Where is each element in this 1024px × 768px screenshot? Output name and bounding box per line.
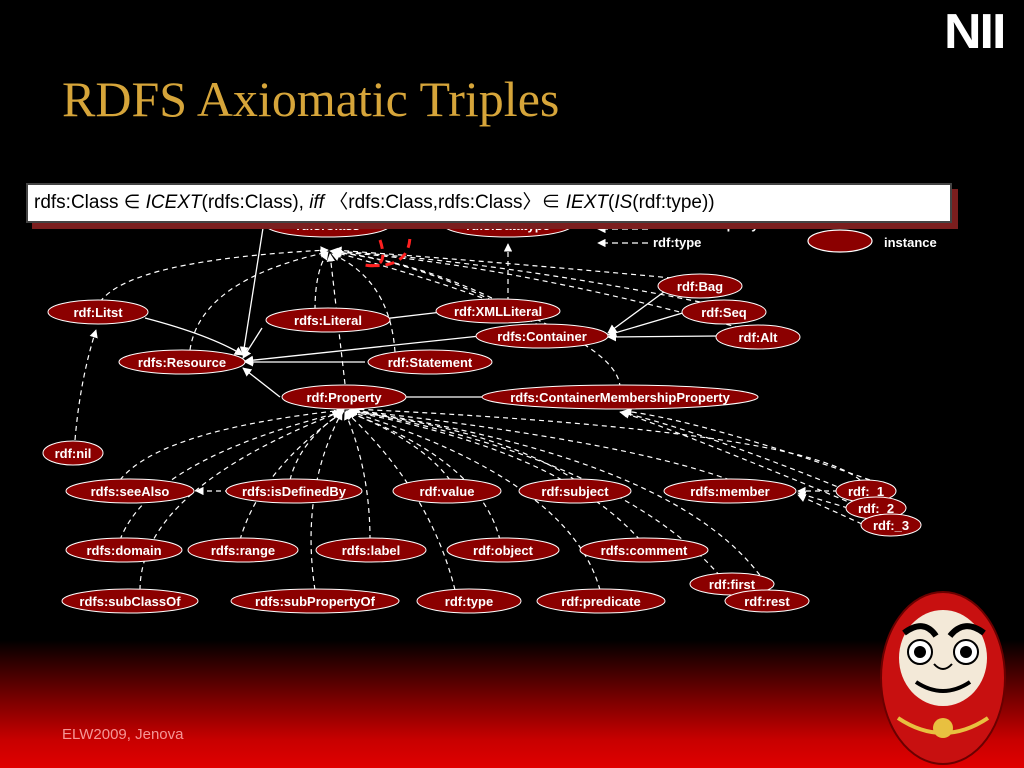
svg-text:rdf:_2: rdf:_2 [858,501,894,516]
svg-text:rdfs:subPropertyOf: rdfs:subPropertyOf [255,594,376,609]
svg-text:rdf:XMLLiteral: rdf:XMLLiteral [454,304,542,319]
svg-text:rdf:predicate: rdf:predicate [561,594,640,609]
node-rdfs-container: rdfs:Container [475,323,609,349]
svg-text:rdfs:label: rdfs:label [342,543,401,558]
svg-text:rdfs:domain: rdfs:domain [86,543,161,558]
svg-text:rdfs:ContainerMembershipProper: rdfs:ContainerMembershipProperty [510,390,730,405]
svg-text:rdf:subject: rdf:subject [541,484,609,499]
svg-text:rdf:_1: rdf:_1 [848,484,884,499]
node-rdf-seq: rdf:Seq [681,299,767,325]
type-edges [74,243,881,591]
callout-is: IS [614,192,633,213]
node-rdf-first: rdf:first [689,572,775,596]
node-rdfs-isdefinedby: rdfs:isDefinedBy [225,478,363,504]
svg-text:rdfs:Container: rdfs:Container [497,329,587,344]
node-rdfs-seealso: rdfs:seeAlso [65,478,195,504]
node-rdfs-domain: rdfs:domain [65,537,183,563]
legend-instance-label: instance [884,235,937,250]
svg-text:rdfs:range: rdfs:range [211,543,275,558]
definition-callout: rdfs:Class ∈ ICEXT(rdfs:Class), iff 〈rdf… [26,183,952,223]
legend: rdfs:subPropertyOf rdf:type instance [597,217,937,253]
node-rdfs-subclassof: rdfs:subClassOf [61,588,199,614]
callout-text: rdfs:Class ∈ [34,192,146,213]
node-rdf-litst: rdf:Litst [47,299,149,325]
svg-text:rdfs:isDefinedBy: rdfs:isDefinedBy [242,484,347,499]
node-rdf-bag: rdf:Bag [657,273,743,299]
node-rdf-nil: rdf:nil [42,440,104,466]
callout-iext: IEXT [565,192,608,213]
svg-text:rdf:object: rdf:object [473,543,534,558]
node-rdfs-label: rdfs:label [315,537,427,563]
node-rdf-xmlliteral: rdf:XMLLiteral [435,298,561,324]
callout-icext: ICEXT [145,192,202,213]
node-rdf-rest: rdf:rest [724,589,810,613]
callout-text: (rdfs:Class), [201,192,310,213]
svg-text:rdf:_3: rdf:_3 [873,518,909,533]
svg-text:rdf:Alt: rdf:Alt [739,330,779,345]
node-rdfs-comment: rdfs:comment [579,537,709,563]
svg-text:rdfs:member: rdfs:member [690,484,769,499]
node-rdfs-containermembershipproperty: rdfs:ContainerMembershipProperty [481,384,759,410]
node-rdfs-subpropertyof: rdfs:subPropertyOf [230,588,400,614]
svg-text:rdf:rest: rdf:rest [744,594,790,609]
node-rdfs-member: rdfs:member [663,478,797,504]
rdfs-diagram: rdfs:subPropertyOf rdf:type instance rdf… [42,212,937,614]
svg-text:rdfs:Resource: rdfs:Resource [138,355,226,370]
slide-title: RDFS Axiomatic Triples [62,71,560,127]
node-rdf-3: rdf:_3 [860,513,922,537]
callout-text: (rdf:type)) [632,192,715,213]
node-rdf-subject: rdf:subject [518,478,632,504]
svg-text:rdf:nil: rdf:nil [55,446,92,461]
legend-type-label: rdf:type [653,235,701,250]
node-rdf-1: rdf:_1 [835,479,897,503]
svg-text:rdf:Litst: rdf:Litst [73,305,123,320]
svg-text:rdf:value: rdf:value [420,484,475,499]
node-rdfs-range: rdfs:range [187,537,299,563]
legend-instance-swatch [807,229,873,253]
svg-text:rdf:Statement: rdf:Statement [388,355,473,370]
node-rdf-alt: rdf:Alt [715,324,801,350]
svg-text:rdf:Property: rdf:Property [306,390,382,405]
node-rdfs-literal: rdfs:Literal [265,307,391,333]
node-rdf-predicate: rdf:predicate [536,588,666,614]
svg-text:rdfs:seeAlso: rdfs:seeAlso [91,484,170,499]
nii-logo: NII [944,4,1006,60]
diagram-nodes: rdfs:Class rdfs:Datatype rdf:Litst rdfs:… [42,212,922,614]
node-rdf-statement: rdf:Statement [367,349,493,375]
class-self-type-edge [364,234,412,268]
svg-text:rdf:Bag: rdf:Bag [677,279,723,294]
node-rdfs-resource: rdfs:Resource [118,349,246,375]
svg-text:rdfs:Literal: rdfs:Literal [294,313,362,328]
node-rdf-property: rdf:Property [281,384,407,410]
callout-text: 〈rdfs:Class,rdfs:Class〉∈ [324,192,566,213]
daruma-doll-image [880,591,1006,765]
footer-text: ELW2009, Jenova [62,726,184,743]
svg-text:rdf:type: rdf:type [445,594,493,609]
svg-text:rdf:first: rdf:first [709,577,756,592]
node-rdf-value: rdf:value [392,478,502,504]
node-rdf-object: rdf:object [446,537,560,563]
svg-text:rdfs:comment: rdfs:comment [601,543,688,558]
callout-text: ( [608,192,615,213]
svg-text:rdf:Seq: rdf:Seq [701,305,747,320]
svg-text:rdfs:subClassOf: rdfs:subClassOf [79,594,181,609]
callout-iff: iff [309,192,324,213]
node-rdf-type: rdf:type [416,588,522,614]
